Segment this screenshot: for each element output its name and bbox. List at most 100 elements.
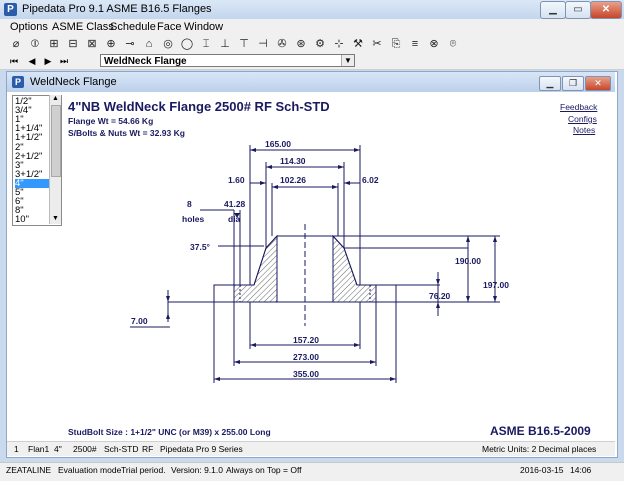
size-list-item[interactable]: 1+1/2" — [15, 132, 43, 144]
dim-102: 102.26 — [280, 175, 306, 185]
status-item-size: 4" — [54, 444, 62, 454]
structure-icon[interactable]: ⊤ — [239, 38, 249, 50]
fitting-icon[interactable]: ⊟ — [68, 38, 78, 50]
dim-hole-dia: 41.28 — [224, 199, 246, 209]
reducer-icon[interactable]: ⊠ — [87, 38, 97, 50]
child-minimize-button[interactable]: ▁ — [539, 76, 561, 91]
menu-window[interactable]: Window — [184, 21, 224, 33]
size-list-item[interactable]: 2" — [15, 141, 24, 153]
elbow-icon[interactable]: ⊕ — [106, 38, 116, 50]
status-units: Metric Units: 2 Decimal places — [482, 444, 597, 454]
next-record-button[interactable]: ▶ — [44, 56, 52, 66]
size-list-item[interactable]: 3" — [15, 159, 24, 171]
size-list-item[interactable]: 1/2" — [15, 96, 32, 107]
dia-label: dia — [228, 214, 241, 224]
size-list-item[interactable]: 3+1/2" — [15, 168, 43, 180]
tee-icon[interactable]: ⊸ — [125, 38, 135, 50]
valve-icon[interactable]: ⦶ — [31, 38, 39, 50]
motor-icon[interactable]: ⊛ — [296, 38, 306, 50]
size-list-item[interactable]: 6" — [15, 196, 24, 208]
dim-165: 165.00 — [265, 139, 291, 149]
gasket-icon[interactable]: ⌂ — [145, 38, 153, 50]
cut-icon[interactable]: ✂ — [372, 38, 382, 50]
status-item-number: 1 — [14, 444, 19, 454]
scroll-up-icon[interactable]: ▲ — [52, 95, 59, 102]
column-icon[interactable]: ⊥ — [220, 38, 230, 50]
size-list-item[interactable]: 3/4" — [15, 105, 32, 117]
dim-114: 114.30 — [280, 156, 306, 166]
size-list-item[interactable]: 1" — [15, 114, 24, 126]
component-select[interactable]: WeldNeck Flange ▼ — [100, 54, 355, 67]
configs-link[interactable]: Configs — [568, 114, 597, 124]
child-app-icon: P — [12, 76, 24, 88]
ring-icon[interactable]: ◎ — [163, 38, 173, 50]
child-status-bar — [7, 441, 615, 456]
dim-197: 197.00 — [483, 280, 509, 290]
asme-standard: ASME B16.5-2009 — [490, 424, 591, 438]
dim-190: 190.00 — [455, 256, 481, 266]
arrow-icon[interactable]: ⊣ — [258, 38, 268, 50]
first-record-button[interactable]: ⏮ — [9, 56, 19, 66]
circle-icon[interactable]: ◯ — [180, 38, 194, 50]
studbolt-size: StudBolt Size : 1+1/2" UNC (or M39) x 25… — [68, 427, 271, 437]
hub-angle: 37.5° — [190, 242, 211, 252]
copy-icon[interactable]: ⎘ — [391, 38, 401, 50]
flange-window-title-bar — [7, 72, 615, 92]
ruler-icon[interactable]: ≡ — [411, 38, 419, 50]
right-hub-section — [332, 234, 377, 303]
flange-window-title: WeldNeck Flange — [30, 76, 117, 88]
previous-record-button[interactable]: ◀ — [28, 56, 36, 66]
menu-asme-class[interactable]: ASME Class — [52, 21, 114, 33]
status-trial: Trial period. — [121, 465, 166, 475]
binoculars-icon[interactable]: ⌾ — [449, 38, 457, 50]
close-button[interactable]: ✕ — [590, 1, 622, 19]
flange-weight: Flange Wt = 54.66 Kg — [68, 116, 154, 126]
size-list-scrollbar[interactable]: ▲ ▼ — [49, 95, 61, 224]
dim-6-02: 6.02 — [362, 175, 379, 185]
wrench-icon[interactable]: ⚒ — [353, 38, 363, 50]
dim-76: 76.20 — [429, 291, 451, 301]
menu-options[interactable]: Options — [10, 21, 48, 33]
size-list-item[interactable]: 4" — [15, 179, 49, 188]
size-list-item[interactable]: 8" — [15, 205, 24, 217]
status-item-class: 2500# — [73, 444, 97, 454]
status-mode: Evaluation mode — [58, 465, 122, 475]
dim-355: 355.00 — [293, 369, 319, 379]
menu-face[interactable]: Face — [157, 21, 182, 33]
status-time: 14:06 — [570, 465, 592, 475]
beam-icon[interactable]: ⌶ — [202, 38, 210, 50]
status-date: 2016-03-15 — [520, 465, 564, 475]
dim-7: 7.00 — [131, 316, 148, 326]
flange-window — [6, 71, 618, 458]
size-list-item[interactable]: 2+1/2" — [15, 150, 43, 162]
notes-link[interactable]: Notes — [573, 125, 596, 135]
flange-icon[interactable]: ⊞ — [49, 38, 59, 50]
status-item-face: RF — [142, 444, 154, 454]
window-title: Pipedata Pro 9.1 ASME B16.5 Flanges — [22, 3, 212, 15]
dim-273: 273.00 — [293, 352, 319, 362]
tool-icon[interactable]: ⊹ — [334, 38, 344, 50]
app-icon: P — [4, 3, 17, 16]
status-company: ZEATALINE — [6, 465, 52, 475]
child-restore-button[interactable]: ❐ — [562, 76, 584, 91]
scroll-thumb[interactable] — [51, 105, 61, 177]
last-record-button[interactable]: ⏭ — [59, 56, 69, 66]
scroll-down-icon[interactable]: ▼ — [52, 215, 59, 222]
pump-icon[interactable]: ✇ — [277, 38, 287, 50]
size-list-item[interactable]: 5" — [15, 187, 24, 198]
status-version: Version: 9.1.0 — [171, 465, 223, 475]
feedback-link[interactable]: Feedback — [560, 102, 598, 112]
globe-icon[interactable]: ⊗ — [429, 38, 439, 50]
chevron-down-icon[interactable]: ▼ — [341, 55, 354, 66]
dim-1-60: 1.60 — [228, 175, 245, 185]
pipe-icon[interactable]: ⌀ — [12, 38, 20, 50]
status-item-schedule: Sch-STD — [104, 444, 139, 454]
menu-schedule[interactable]: Schedule — [110, 21, 156, 33]
child-close-button[interactable]: ✕ — [585, 76, 611, 91]
gear-icon[interactable]: ⚙ — [315, 38, 325, 50]
size-list-item[interactable]: 10" — [15, 214, 29, 226]
bolts-weight: S/Bolts & Nuts Wt = 32.93 Kg — [68, 128, 185, 138]
flange-heading: 4"NB WeldNeck Flange 2500# RF Sch-STD — [68, 99, 330, 114]
size-list-item[interactable]: 1+1/4" — [15, 123, 43, 135]
